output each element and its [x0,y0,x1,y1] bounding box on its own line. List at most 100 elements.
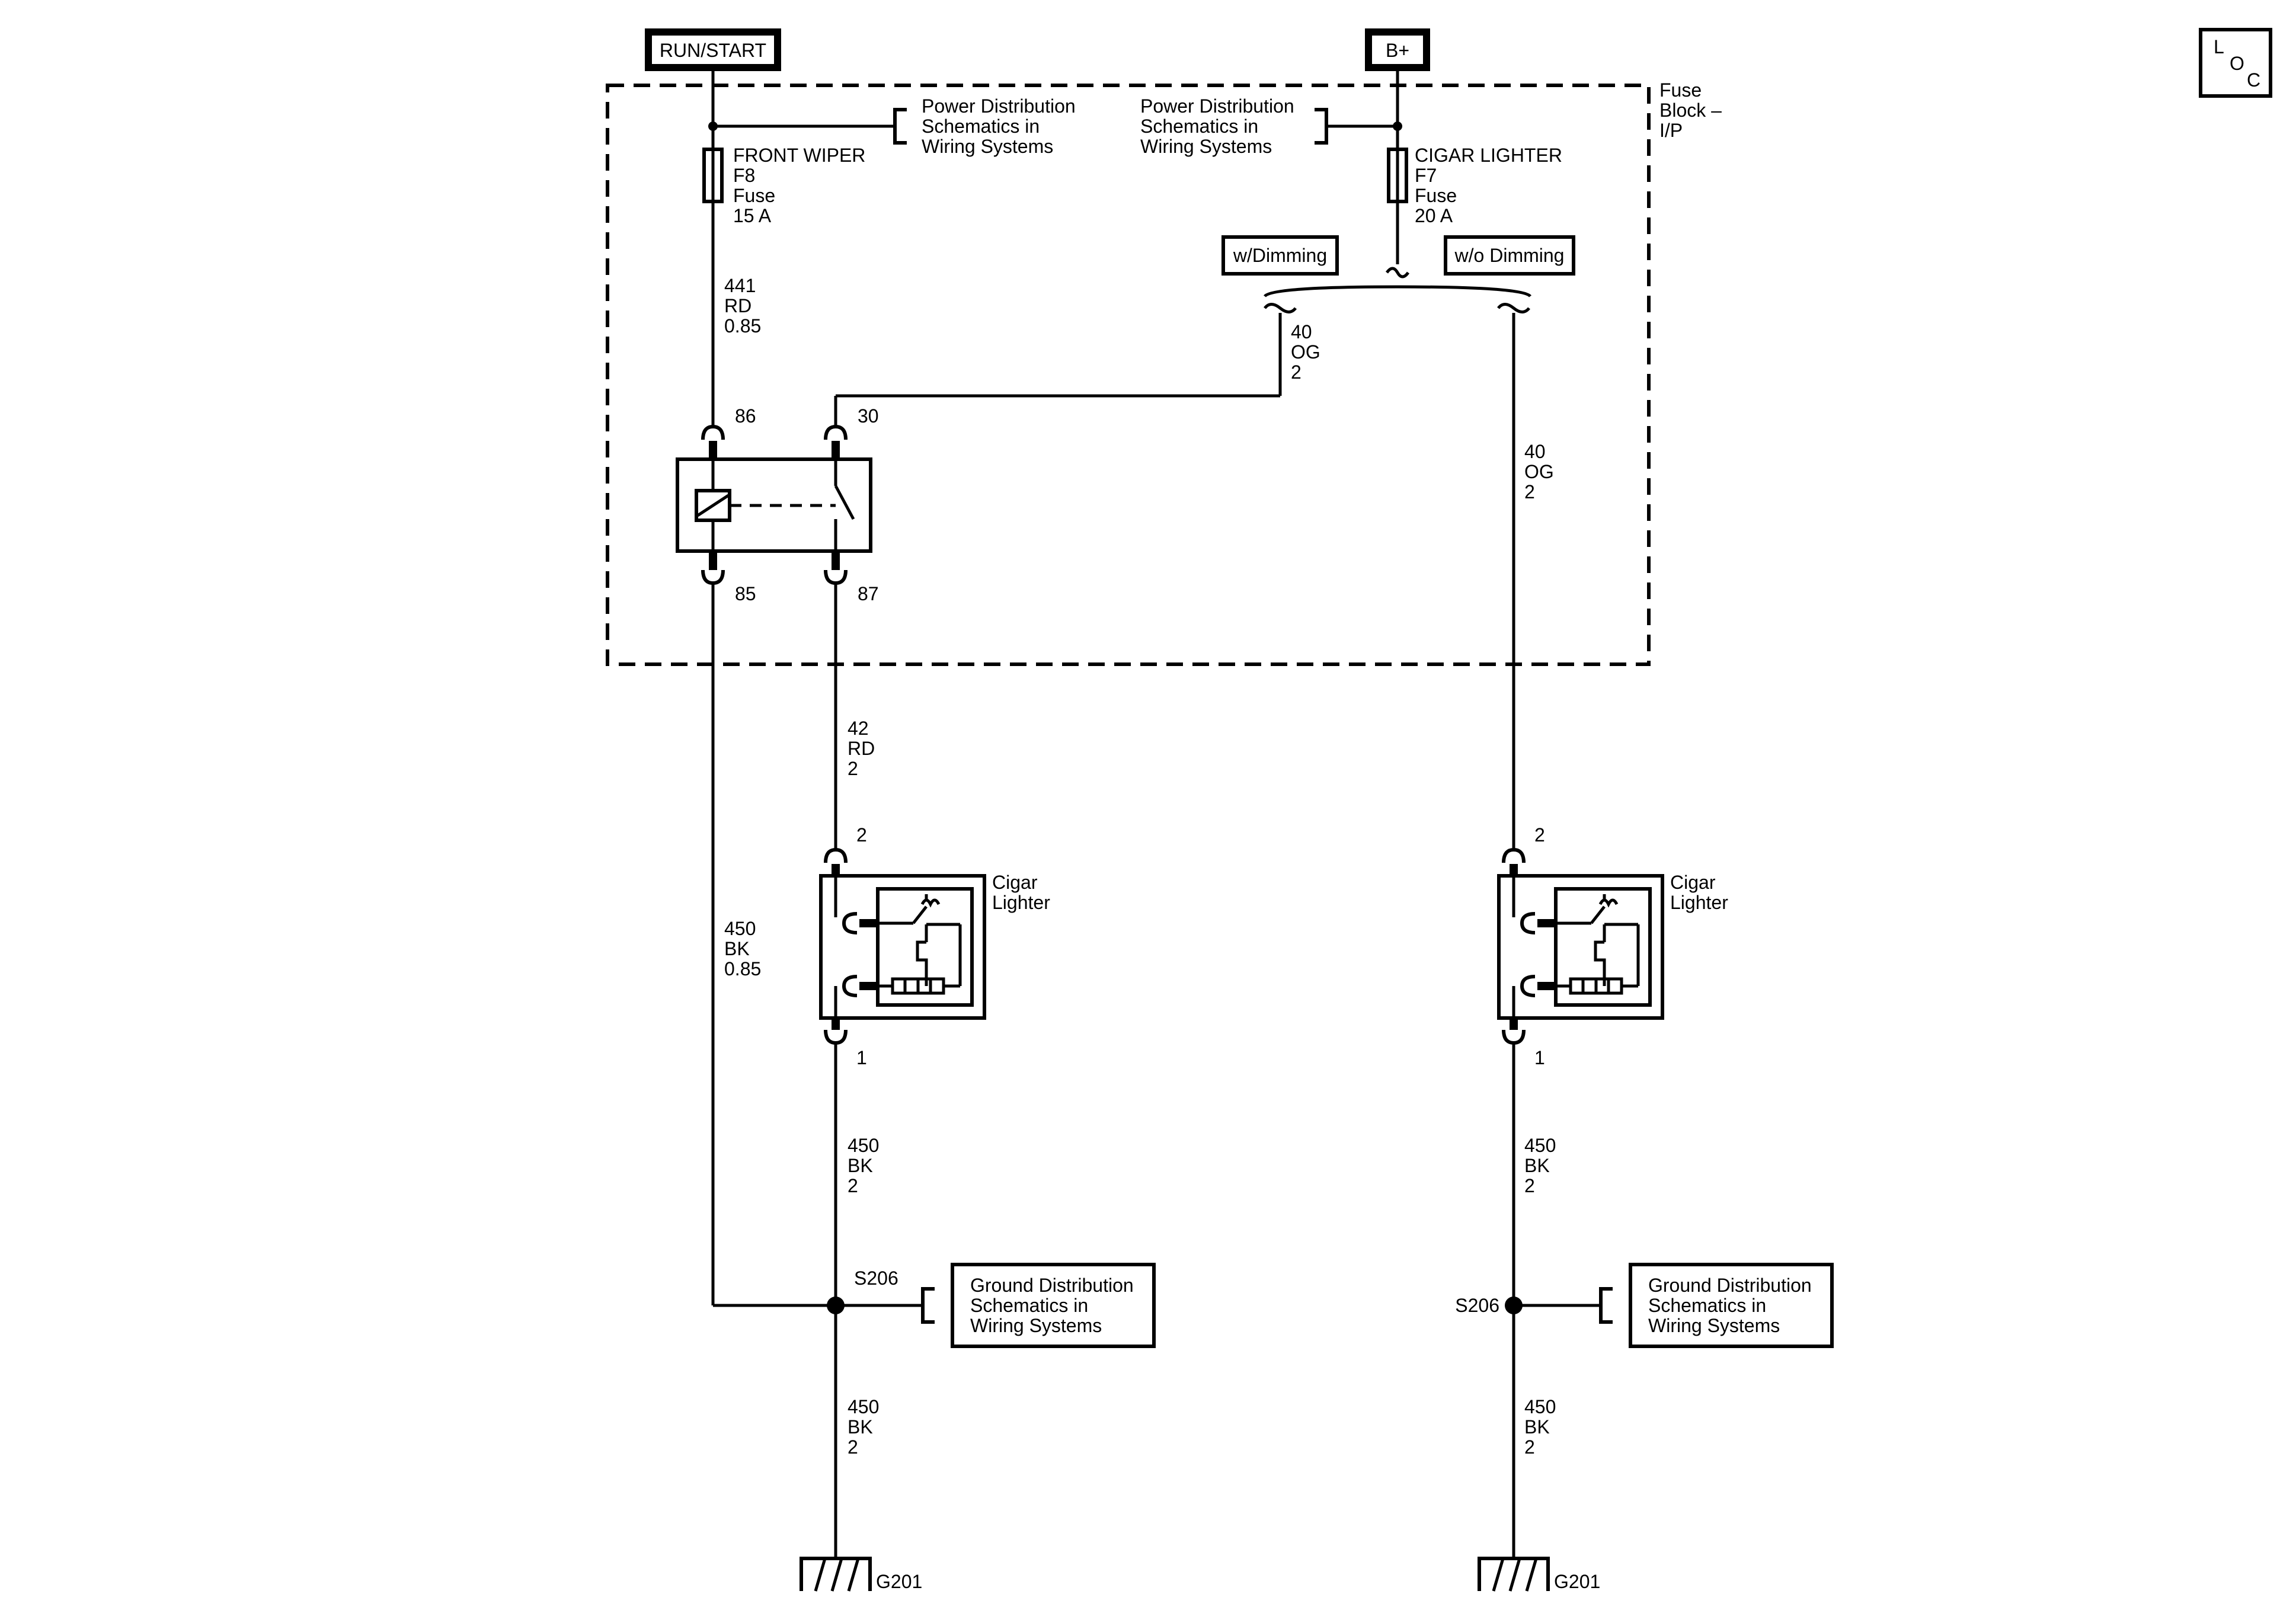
svg-text:RD: RD [724,295,752,316]
option-without-dimming: w/o Dimming [1444,235,1575,276]
loc-badge-o: O [2230,53,2244,74]
svg-text:42: 42 [848,718,869,739]
svg-text:w/Dimming: w/Dimming [1233,245,1327,266]
svg-text:CIGAR LIGHTER: CIGAR LIGHTER [1415,145,1562,166]
wire-450-left-lower-label: 450 BK 2 [848,1396,879,1458]
svg-text:OG: OG [1524,461,1554,482]
svg-text:Power Distribution: Power Distribution [922,95,1076,117]
relay-pin-85: 85 [735,583,756,604]
svg-text:Lighter: Lighter [1670,892,1728,913]
svg-text:Cigar: Cigar [1670,872,1716,893]
ground-g201-right-symbol [1478,1557,1550,1592]
svg-text:2: 2 [848,758,858,779]
svg-text:Ground Distribution: Ground Distribution [970,1275,1134,1296]
svg-text:2: 2 [848,1175,858,1196]
svg-text:I/P: I/P [1659,120,1683,141]
ground-distribution-ref-left: Ground Distribution Schematics in Wiring… [951,1263,1156,1348]
fuse-block-label: Fuse Block – I/P [1659,79,1722,141]
splice-s206-left-label: S206 [854,1267,898,1289]
fuse-block-outline [606,84,1651,666]
fuse-front-wiper-label: FRONT WIPER F8 Fuse 15 A [733,145,865,226]
svg-text:Fuse: Fuse [733,185,775,206]
svg-text:Block –: Block – [1659,100,1722,121]
svg-text:450: 450 [848,1135,879,1156]
svg-text:Schematics in: Schematics in [1648,1295,1766,1316]
svg-text:Power Distribution: Power Distribution [1140,95,1294,117]
relay-connector-86 [701,424,725,459]
svg-text:BK: BK [724,938,750,959]
cigar-lighter-right-label: Cigar Lighter [1670,872,1728,913]
wire-450-right-upper-label: 450 BK 2 [1524,1135,1556,1196]
cigar-lighter-right [1497,847,1664,1045]
wire-441-label: 441 RD 0.85 [724,275,761,337]
relay-switch [834,485,855,520]
ground-g201-left-label: G201 [876,1571,922,1592]
ground-g201-left-symbol [800,1557,872,1592]
svg-text:Cigar: Cigar [992,872,1038,893]
cigar-lighter-right-pin-2: 2 [1534,824,1545,846]
svg-text:Schematics in: Schematics in [1140,116,1258,137]
relay-pin-86: 86 [735,405,756,427]
wire-450-left-upper-label: 450 BK 2 [848,1135,879,1196]
wire-40-dimming [836,313,1282,398]
fuse-cigar-lighter [1387,148,1408,203]
svg-text:OG: OG [1291,341,1320,363]
run-start-source: RUN/START [645,28,781,71]
relay-connector-85 [701,551,725,585]
cigar-lighter-left-label: Cigar Lighter [992,872,1050,913]
wire-40-dimming-label: 40 OG 2 [1291,321,1320,383]
svg-text:2: 2 [1291,361,1302,383]
wire-40-no-dimming-label: 40 OG 2 [1524,441,1554,502]
svg-text:2: 2 [848,1436,858,1458]
svg-text:40: 40 [1291,321,1312,343]
svg-text:450: 450 [724,918,756,939]
svg-text:BK: BK [848,1416,873,1438]
cigar-lighter-left [819,847,986,1045]
svg-text:FRONT WIPER: FRONT WIPER [733,145,865,166]
wire-42-label: 42 RD 2 [848,718,875,779]
loc-badge-c: C [2247,69,2260,91]
svg-text:0.85: 0.85 [724,958,761,980]
b-plus-label: B+ [1386,40,1409,61]
svg-text:2: 2 [1524,1436,1535,1458]
splice-s206-right-label: S206 [1455,1295,1499,1316]
relay-pin-30: 30 [858,405,879,427]
fuse-front-wiper [702,148,724,203]
relay-connector-30 [824,396,848,459]
relay-connector-87 [824,551,848,585]
svg-text:450: 450 [1524,1396,1556,1417]
option-with-dimming: w/Dimming [1221,235,1339,276]
svg-text:441: 441 [724,275,756,296]
svg-text:Lighter: Lighter [992,892,1050,913]
svg-text:20 A: 20 A [1415,205,1453,226]
run-start-feed [708,71,907,149]
run-start-label: RUN/START [660,40,766,61]
cigar-lighter-right-pin-1: 1 [1534,1047,1545,1068]
svg-text:BK: BK [1524,1155,1550,1176]
loc-badge-l: L [2214,36,2224,57]
svg-text:BK: BK [1524,1416,1550,1438]
svg-text:Ground Distribution: Ground Distribution [1648,1275,1812,1296]
svg-text:Schematics in: Schematics in [922,116,1040,137]
wire-450-relay-label: 450 BK 0.85 [724,918,761,980]
ground-distribution-ref-right: Ground Distribution Schematics in Wiring… [1629,1263,1834,1348]
svg-text:15 A: 15 A [733,205,772,226]
svg-text:Wiring Systems: Wiring Systems [970,1315,1102,1336]
cigar-lighter-left-pin-2: 2 [856,824,867,846]
svg-text:0.85: 0.85 [724,315,761,337]
cigar-lighter-left-pin-1: 1 [856,1047,867,1068]
svg-text:BK: BK [848,1155,873,1176]
power-distribution-ref-right: Power Distribution Schematics in Wiring … [1140,95,1294,157]
svg-text:Schematics in: Schematics in [970,1295,1088,1316]
svg-text:Wiring Systems: Wiring Systems [922,136,1053,157]
ground-distribution-ref-left-connector [836,1287,935,1324]
svg-text:40: 40 [1524,441,1546,462]
wire-450-right-lower-label: 450 BK 2 [1524,1396,1556,1458]
svg-text:w/o Dimming: w/o Dimming [1454,245,1565,266]
svg-text:F7: F7 [1415,165,1437,186]
svg-text:Wiring Systems: Wiring Systems [1140,136,1272,157]
ground-distribution-ref-right-connector [1514,1287,1613,1324]
svg-text:Wiring Systems: Wiring Systems [1648,1315,1780,1336]
power-distribution-ref-left: Power Distribution Schematics in Wiring … [922,95,1076,157]
